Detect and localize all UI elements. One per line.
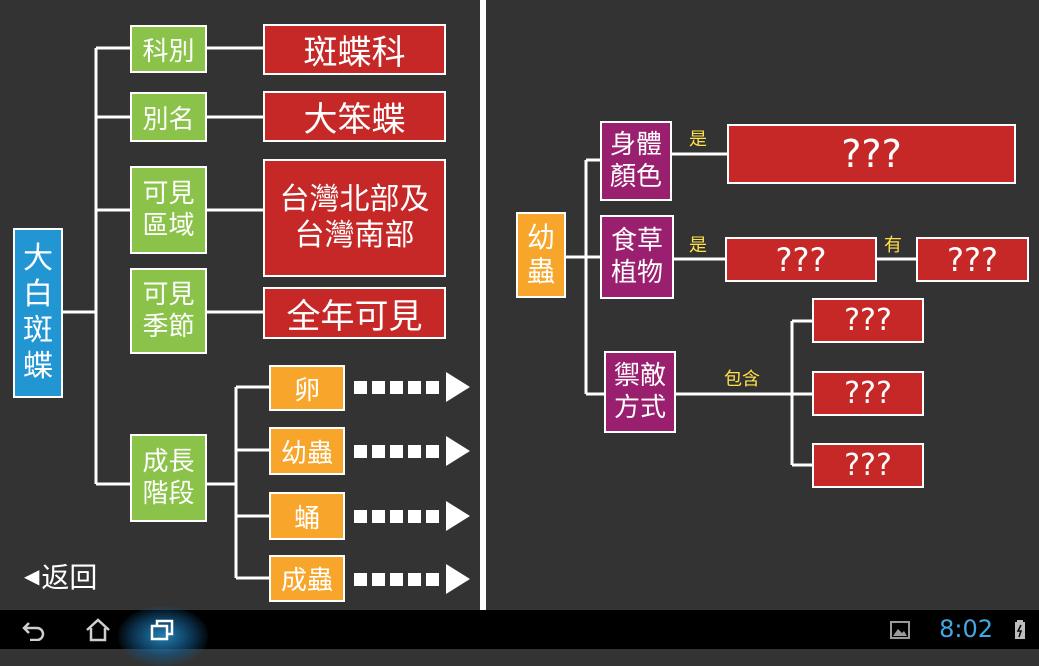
battery-icon <box>1015 619 1025 639</box>
back-button[interactable]: ◀ 返回 <box>24 556 97 596</box>
arrow-egg <box>354 372 470 402</box>
answer-food-plant[interactable]: ??? <box>725 237 877 282</box>
value-alias: 大笨蝶 <box>263 91 446 142</box>
nav-back-button[interactable] <box>14 610 54 649</box>
battery-status <box>1010 610 1030 649</box>
relation-is-food: 是 <box>689 235 707 256</box>
stage-egg[interactable]: 卵 <box>269 365 345 411</box>
relation-is-body: 是 <box>689 129 707 150</box>
answer-defense-1[interactable]: ??? <box>812 298 924 343</box>
category-family[interactable]: 科別 <box>130 25 207 73</box>
panel-divider <box>480 0 486 610</box>
nav-home-button[interactable] <box>78 610 118 649</box>
nav-recent-button[interactable] <box>142 610 182 649</box>
back-label: 返回 <box>41 561 98 594</box>
relation-include: 包含 <box>724 369 760 390</box>
answer-defense-2[interactable]: ??? <box>812 371 924 416</box>
back-triangle-icon: ◀ <box>24 564 40 588</box>
category-region[interactable]: 可見 區域 <box>130 166 207 254</box>
status-clock: 8:02 <box>939 615 993 643</box>
category-alias[interactable]: 別名 <box>130 92 207 142</box>
question-defense[interactable]: 禦敵 方式 <box>604 351 676 433</box>
answer-food-plant-2[interactable]: ??? <box>916 237 1029 282</box>
gallery-notification[interactable] <box>888 610 912 649</box>
recent-apps-icon <box>150 619 174 640</box>
category-growth-stage[interactable]: 成長 階段 <box>130 434 207 522</box>
value-season: 全年可見 <box>263 287 446 339</box>
question-body-color[interactable]: 身體 顏色 <box>600 121 672 201</box>
answer-defense-3[interactable]: ??? <box>812 443 924 488</box>
back-icon <box>22 621 45 641</box>
stage-larva[interactable]: 幼蟲 <box>269 427 345 475</box>
arrow-pupa <box>354 501 470 531</box>
category-season[interactable]: 可見 季節 <box>130 268 207 354</box>
value-region: 台灣北部及 台灣南部 <box>263 159 446 277</box>
root-node-larva: 幼 蟲 <box>516 212 566 298</box>
relation-has: 有 <box>884 235 902 256</box>
gallery-icon <box>890 620 910 639</box>
question-food-plant[interactable]: 食草 植物 <box>600 215 674 299</box>
arrow-adult <box>354 564 470 594</box>
answer-body-color[interactable]: ??? <box>727 124 1016 184</box>
home-icon <box>86 617 110 641</box>
connector-lines <box>62 46 916 580</box>
stage-pupa[interactable]: 蛹 <box>269 492 345 540</box>
arrow-larva <box>354 436 470 466</box>
value-family: 斑蝶科 <box>263 24 446 75</box>
stage-adult[interactable]: 成蟲 <box>269 555 345 602</box>
root-node-butterfly: 大 白 斑 蝶 <box>13 228 63 398</box>
